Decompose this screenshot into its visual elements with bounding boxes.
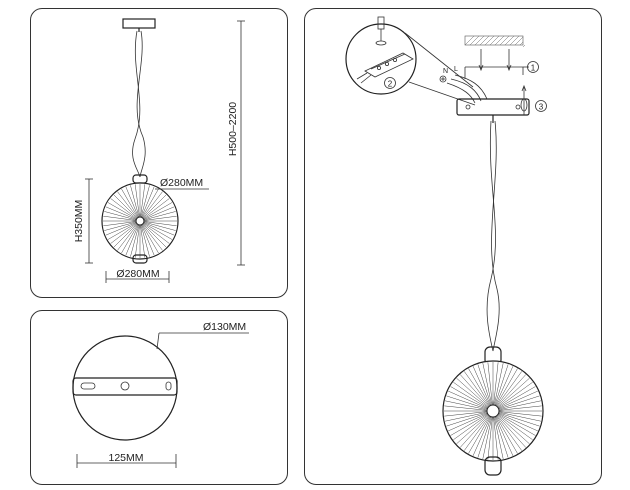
wire-neutral-label: N: [443, 68, 448, 75]
step-2-marker: [384, 77, 396, 89]
installed-canopy: [456, 98, 530, 116]
shade-height-label: H350MM: [73, 200, 85, 243]
shade-diameter-top-label: Ø280MM: [160, 177, 203, 189]
installation-drawing: 1 2 N L: [345, 16, 547, 476]
terminal-block: [356, 52, 414, 84]
installation-panel: 1 2 N L: [304, 8, 602, 485]
suspension-cable: [132, 30, 141, 178]
installed-bottom-cap: [484, 456, 502, 476]
canopy-plate: [72, 335, 178, 441]
canopy-plate-drawing: Ø130MM 125MM: [72, 321, 249, 468]
mounting-slot-right: [165, 381, 172, 391]
installed-radial-shade: [442, 360, 544, 462]
mounting-bar: [72, 377, 178, 396]
mounting-slot-left: [80, 382, 96, 390]
step-1-marker: [527, 61, 539, 73]
svg-text:2: 2: [388, 80, 393, 89]
power-cord: [136, 30, 146, 178]
ground-icon: [439, 75, 447, 83]
canopy: [122, 18, 156, 29]
height-range-label: H500–2200: [227, 102, 239, 156]
mount-spacing-label: 125MM: [108, 452, 143, 464]
canopy-panel: Ø130MM 125MM: [30, 310, 288, 485]
svg-text:3: 3: [539, 103, 544, 112]
canopy-screw: [520, 98, 528, 112]
step-3-marker: [535, 100, 547, 112]
pendant-dimension-drawing: H500–2200 H350MM Ø280MM Ø280MM: [73, 18, 245, 283]
svg-text:1: 1: [531, 64, 536, 73]
bottom-cap: [132, 254, 148, 264]
ceiling-hatch: [464, 35, 526, 48]
canopy-diameter-label: Ø130MM: [203, 321, 246, 333]
dimension-panel: H500–2200 H350MM Ø280MM Ø280MM: [30, 8, 288, 298]
center-hole: [120, 381, 130, 391]
radial-shade: [101, 182, 179, 260]
supply-wire: [454, 74, 488, 100]
screwdriver-icon: [375, 16, 387, 46]
wiring-detail-inset: [345, 23, 417, 95]
wire-live-label: L: [454, 66, 458, 73]
shade-diameter-bottom-label: Ø280MM: [116, 268, 159, 280]
